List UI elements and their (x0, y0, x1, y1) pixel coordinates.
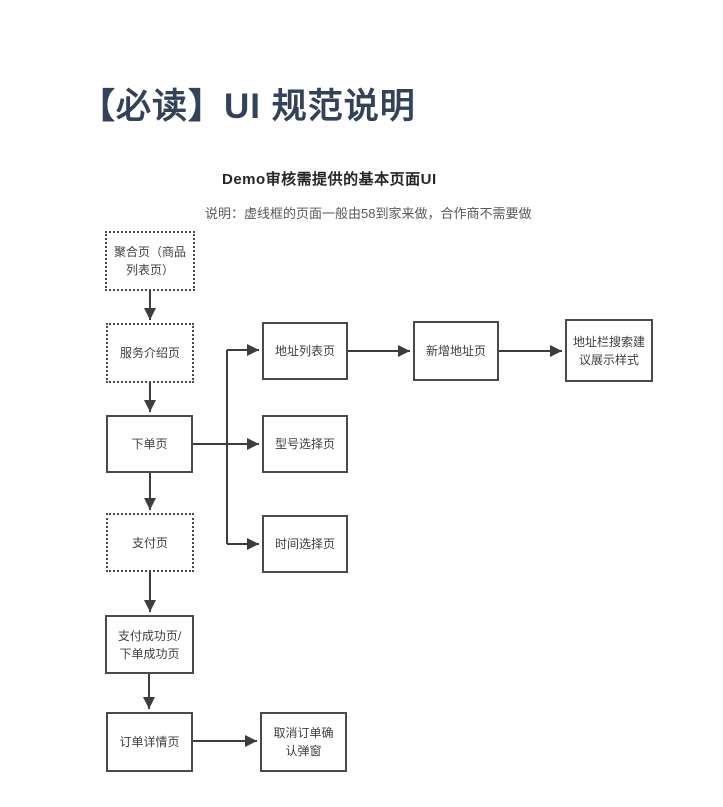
flow-node-aggregation-page: 聚合页（商品列表页） (105, 231, 195, 291)
flow-node-address-suggest-page: 地址栏搜索建议展示样式 (565, 319, 653, 382)
flow-node-model-select-page: 型号选择页 (262, 415, 348, 473)
flow-node-service-intro-page: 服务介绍页 (106, 323, 194, 383)
diagram-subtitle: Demo审核需提供的基本页面UI (222, 171, 437, 188)
flow-node-time-select-page: 时间选择页 (262, 515, 348, 573)
connector-order-branch-stem (193, 350, 228, 544)
flow-node-order-detail-page: 订单详情页 (106, 712, 193, 772)
page-title: 【必读】UI 规范说明 (80, 87, 416, 127)
flow-node-payment-success-page: 支付成功页/下单成功页 (105, 615, 194, 674)
diagram-note: 说明：虚线框的页面一般由58到家来做，合作商不需要做 (205, 206, 532, 221)
flow-node-payment-page: 支付页 (106, 513, 194, 572)
flow-node-add-address-page: 新增地址页 (413, 321, 499, 381)
flow-node-cancel-order-dialog: 取消订单确认弹窗 (260, 712, 347, 772)
flow-node-order-page: 下单页 (106, 415, 193, 473)
flow-node-address-list-page: 地址列表页 (262, 322, 348, 380)
